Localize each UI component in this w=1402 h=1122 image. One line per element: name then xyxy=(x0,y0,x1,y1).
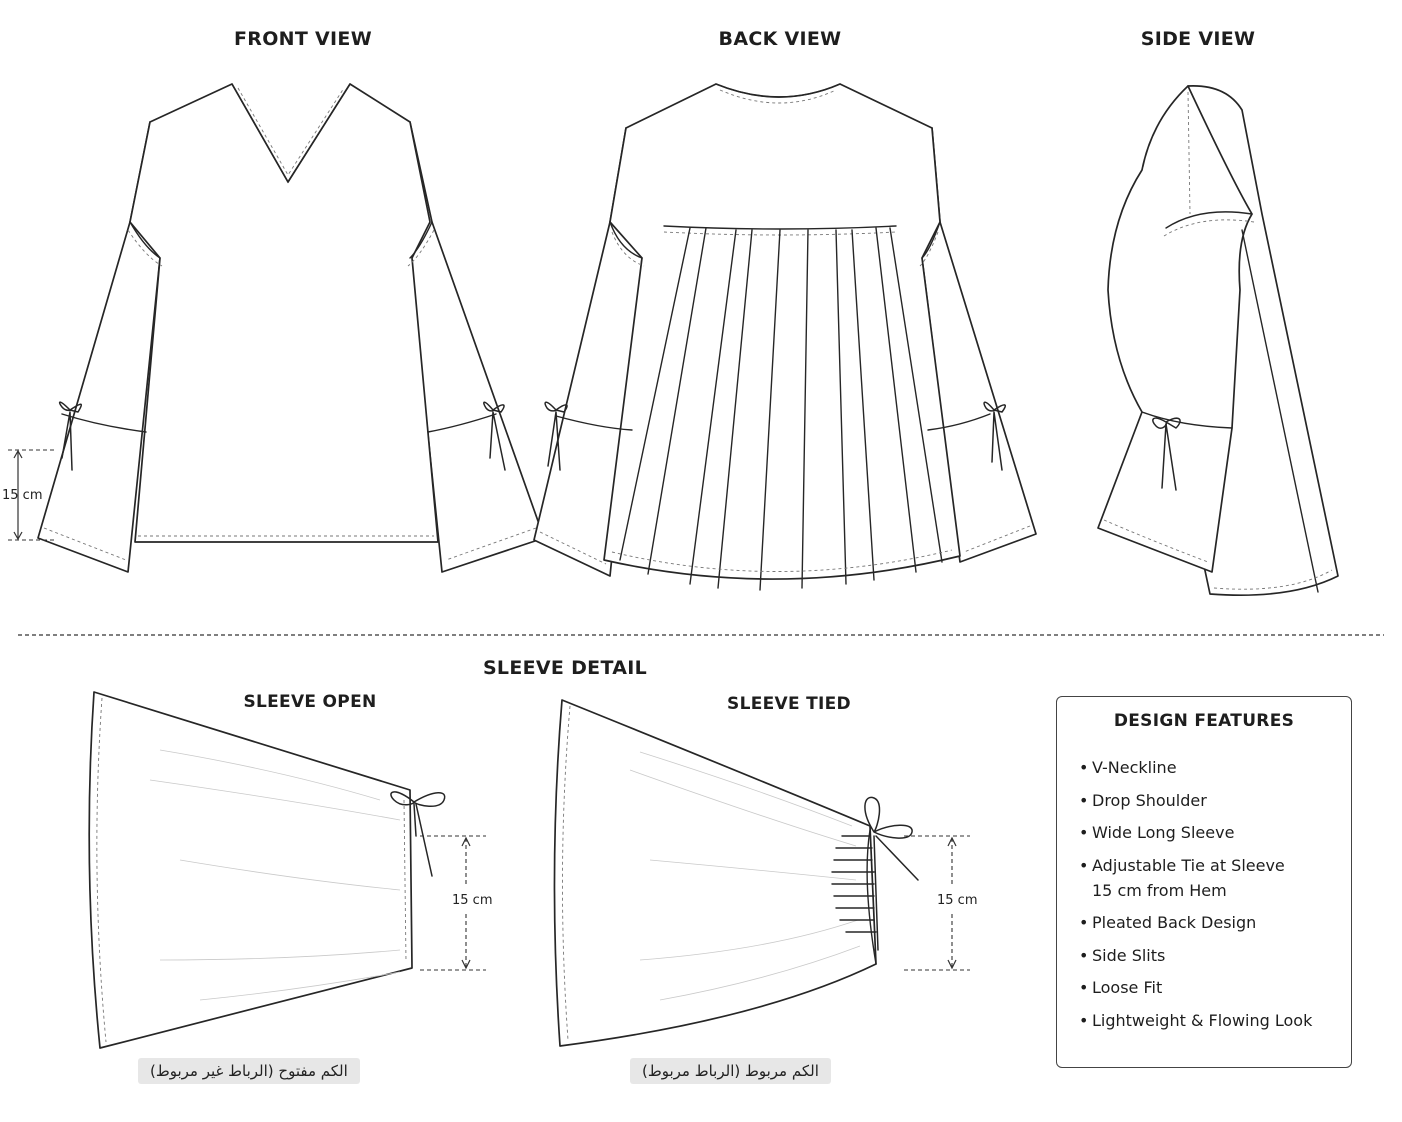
front-view-drawing xyxy=(8,83,545,573)
back-neckline xyxy=(715,83,841,98)
feature-item: Loose Fit xyxy=(1079,975,1341,1000)
open-sleeve-measurement: 15 cm xyxy=(452,893,493,908)
front-view-title: FRONT VIEW xyxy=(234,28,372,50)
sleeve-tied-dimension xyxy=(904,835,970,971)
feature-item: Side Slits xyxy=(1079,943,1341,968)
sleeve-tied-outline xyxy=(553,699,877,1047)
design-features-panel: DESIGN FEATURES V-Neckline Drop Shoulder… xyxy=(1056,696,1352,1068)
sleeve-open-outline xyxy=(88,691,413,1049)
sleeve-detail-title: SLEEVE DETAIL xyxy=(482,657,648,679)
front-left-tie xyxy=(58,401,83,471)
front-body xyxy=(129,83,439,543)
front-v-neckline xyxy=(231,83,351,184)
front-sleeve-dimension xyxy=(8,449,56,541)
back-view-drawing xyxy=(533,83,1037,591)
sleeve-open-title: SLEEVE OPEN xyxy=(243,692,377,712)
sleeve-tied-drawing xyxy=(553,699,970,1047)
feature-item: Lightweight & Flowing Look xyxy=(1079,1008,1341,1033)
side-tie xyxy=(1152,417,1181,491)
back-left-tie xyxy=(544,401,568,471)
back-pleats xyxy=(619,227,943,591)
side-view-title: SIDE VIEW xyxy=(1140,28,1256,50)
back-view-title: BACK VIEW xyxy=(718,28,842,50)
design-features-title: DESIGN FEATURES xyxy=(1113,711,1295,731)
sleeve-open-drawing xyxy=(88,691,486,1049)
side-view-drawing xyxy=(1097,85,1339,597)
back-right-tie xyxy=(983,401,1007,471)
feature-item: Drop Shoulder xyxy=(1079,788,1341,813)
feature-item: Adjustable Tie at Sleeve 15 cm from Hem xyxy=(1079,853,1341,903)
feature-item: V-Neckline xyxy=(1079,755,1341,780)
sleeve-open-tie xyxy=(390,791,446,877)
sleeve-tied-tie xyxy=(864,796,919,951)
front-sleeve-measurement: 15 cm xyxy=(2,488,43,503)
sleeve-open-caption: الكم مفتوح (الرباط غير مربوط) xyxy=(138,1058,360,1084)
front-right-tie xyxy=(483,401,506,471)
feature-item: Pleated Back Design xyxy=(1079,910,1341,935)
sleeve-tied-gathers xyxy=(831,829,877,965)
back-yoke-seam xyxy=(663,225,897,230)
sleeve-open-dimension xyxy=(420,835,486,971)
design-features-list: V-Neckline Drop Shoulder Wide Long Sleev… xyxy=(1079,755,1341,1040)
feature-item: Wide Long Sleeve xyxy=(1079,820,1341,845)
tied-sleeve-measurement: 15 cm xyxy=(937,893,978,908)
sleeve-tied-caption: الكم مربوط (الرباط مربوط) xyxy=(630,1058,831,1084)
sleeve-tied-title: SLEEVE TIED xyxy=(727,694,851,714)
